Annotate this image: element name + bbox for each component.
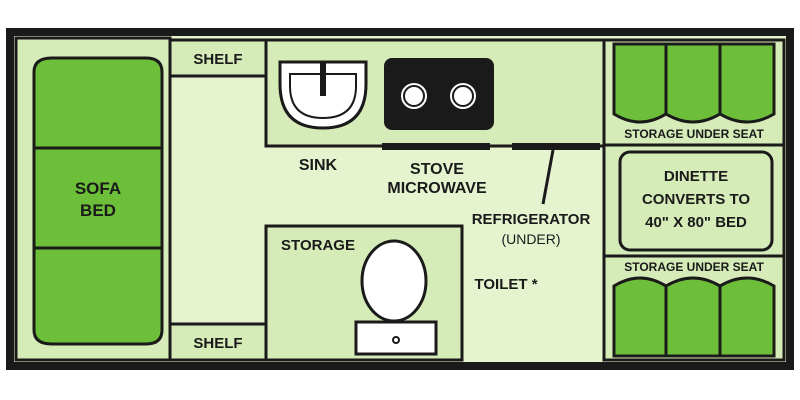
refrigerator-note: (UNDER) [501, 231, 560, 247]
dinette-label-line3: 40" X 80" BED [645, 214, 747, 231]
sofa-label-line1: SOFA [75, 179, 121, 198]
refrigerator-label: REFRIGERATOR [472, 211, 591, 228]
dinette-label-line2: CONVERTS TO [642, 191, 750, 208]
seat-top-cushion-2 [664, 42, 722, 124]
seat-bottom-cushion-3 [718, 276, 776, 358]
dinette-label-line1: DINETTE [664, 168, 728, 185]
sofa-cushion-middle [32, 146, 164, 250]
stove-microwave-bar [382, 143, 490, 150]
toilet-bowl-icon [360, 239, 428, 323]
sofa-cushion-top [32, 56, 164, 150]
shelf-top-label: SHELF [193, 51, 242, 68]
dinette-table-top [618, 150, 774, 252]
sofa-label-line2: BED [80, 201, 116, 220]
sink: SINK [278, 60, 368, 174]
storage-under-seat-bottom-label: STORAGE UNDER SEAT [624, 260, 764, 274]
storage-label: STORAGE [281, 237, 355, 254]
toilet-label: TOILET * [474, 276, 537, 293]
refrigerator-leader-line [541, 149, 555, 205]
dinette-seat-top: STORAGE UNDER SEAT [612, 42, 776, 141]
microwave-label: MICROWAVE [387, 180, 487, 197]
burner-right-inner [452, 85, 474, 107]
shelf-bottom-label: SHELF [193, 335, 242, 352]
burner-left-inner [403, 85, 425, 107]
sink-label: SINK [299, 157, 338, 174]
storage-under-seat-top-label: STORAGE UNDER SEAT [624, 127, 764, 141]
shelf-bottom: SHELF [168, 322, 268, 362]
shelf-top: SHELF [168, 38, 268, 78]
dinette-seat-bottom: STORAGE UNDER SEAT [612, 260, 776, 358]
dinette-table: DINETTE CONVERTS TO 40" X 80" BED [618, 150, 774, 252]
seat-bottom-cushion-1 [612, 276, 668, 358]
sofa-bed: SOFA BED [14, 36, 172, 362]
seat-top-cushion-3 [718, 42, 776, 124]
refrigerator-bar [512, 143, 600, 150]
storage-bathroom: STORAGE [264, 224, 464, 362]
faucet-icon [320, 62, 326, 96]
stove-label: STOVE [410, 161, 464, 178]
seat-bottom-cushion-2 [664, 276, 722, 358]
stove-cooktop [384, 58, 494, 130]
toilet-button-icon [392, 336, 400, 344]
cooktop-surface [384, 58, 494, 130]
seat-top-cushion-1 [612, 42, 668, 124]
sofa-cushion-bottom [32, 246, 164, 346]
